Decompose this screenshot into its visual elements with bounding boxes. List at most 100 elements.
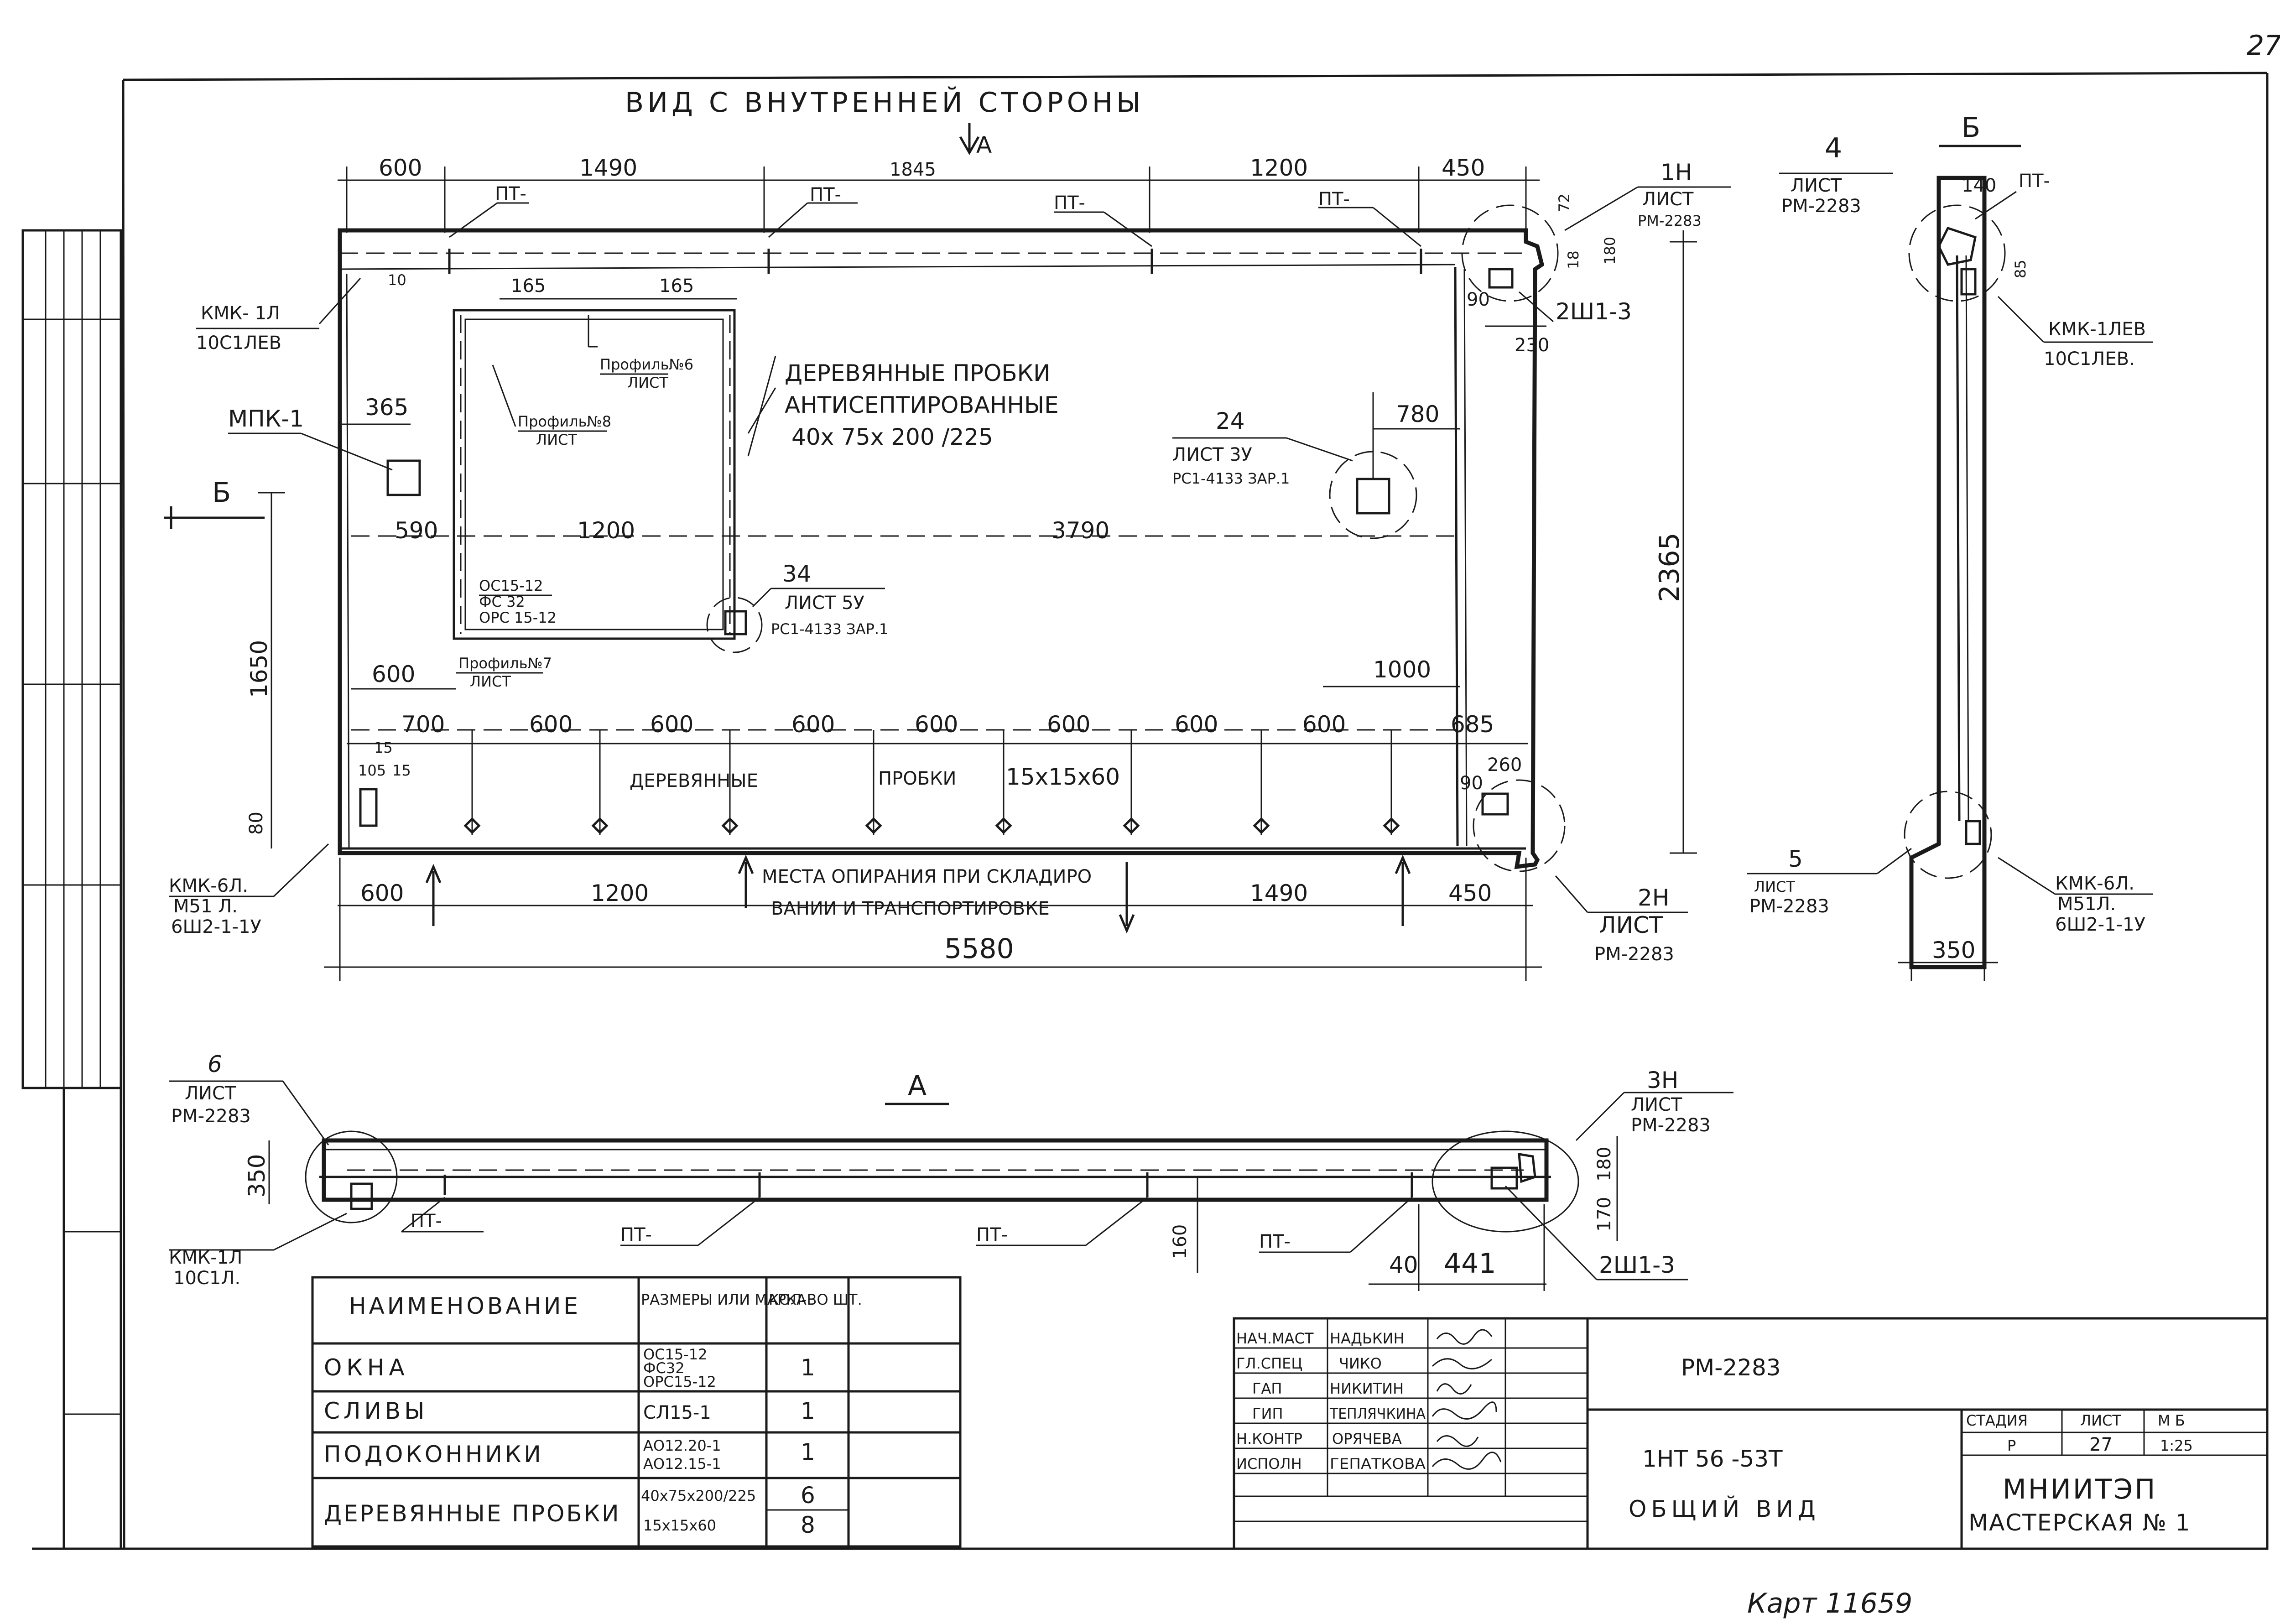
name-2: ЧИКО	[1339, 1355, 1382, 1372]
org-name: МНИИТЭП	[2003, 1473, 2157, 1505]
dim-top-1: 600	[379, 155, 422, 181]
binding-strip	[21, 229, 122, 1550]
dim-top-4: 1200	[1250, 155, 1308, 181]
sheet-header: ЛИСТ	[2080, 1412, 2121, 1429]
spec-row4-qty2: 8	[801, 1512, 815, 1538]
callout5-sheet: ЛИСТ	[1754, 878, 1795, 895]
sheet-value: 27	[2089, 1434, 2113, 1455]
callout3n-sheet: ЛИСТ	[1631, 1094, 1682, 1115]
mpk1-label: МПК-1	[228, 406, 304, 432]
dim-230: 230	[1515, 335, 1549, 356]
callout6-ref: РМ-2283	[171, 1106, 251, 1127]
dim-bottom-3: 1490	[1250, 880, 1308, 906]
plan-a-dim-160: 160	[1170, 1224, 1191, 1259]
callout2n-sheet: ЛИСТ	[1599, 912, 1663, 938]
callout24-number: 24	[1216, 408, 1245, 434]
spec-row1-mark3: ОРС15-12	[643, 1373, 716, 1390]
dim-365: 365	[365, 394, 408, 421]
role-1: НАЧ.МАСТ	[1236, 1330, 1314, 1347]
spec-row4-name: ДЕРЕВЯННЫЕ ПРОБКИ	[324, 1500, 621, 1527]
profile7-sheet: ЛИСТ	[470, 673, 511, 690]
callout4-number: 4	[1825, 132, 1842, 164]
plan-a-pt-1: ПТ-	[411, 1211, 442, 1232]
callout1n-number: 1Н	[1661, 159, 1692, 186]
section-b: Б 4 ЛИСТ РМ-2283 140 ПТ- 85 КМК-1ЛЕВ 10С…	[1747, 112, 2153, 981]
pt-label-top-2: ПТ-	[810, 184, 841, 205]
org-workshop: МАСТЕРСКАЯ № 1	[1968, 1509, 2191, 1536]
callout5-ref: РМ-2283	[1749, 896, 1829, 917]
plan-a-pt-2: ПТ-	[620, 1224, 652, 1245]
profile6-label: Профиль№6	[600, 356, 693, 373]
kmk1lev-label: КМК-1ЛЕВ	[2048, 319, 2146, 340]
dim-80: 80	[246, 812, 267, 835]
spec-row2-mark1: СЛ15-1	[643, 1402, 711, 1423]
dim-165-left: 165	[511, 276, 546, 297]
plan-a-title: А	[908, 1070, 927, 1102]
dim-105: 105	[358, 762, 386, 779]
callout6-number: 6	[208, 1051, 222, 1077]
role-6: ИСПОЛН	[1236, 1455, 1302, 1473]
dim-90-top: 90	[1467, 289, 1490, 310]
role-4: ГИП	[1252, 1405, 1283, 1422]
plug-spacing-6: 600	[1047, 711, 1090, 738]
plug-spacing-8: 600	[1302, 711, 1346, 738]
callout2n-ref: РМ-2283	[1594, 944, 1674, 965]
callout3n-ref: РМ-2283	[1631, 1115, 1711, 1136]
role-5: Н.КОНТР	[1236, 1430, 1302, 1447]
plug-spacing-4: 600	[791, 711, 835, 738]
kmk1l-sublabel: 10С1ЛЕВ	[196, 333, 281, 354]
stage-header: СТАДИЯ	[1966, 1412, 2028, 1429]
dim-2365: 2365	[1654, 532, 1686, 602]
plugs-note-line2: АНТИСЕПТИРОВАННЫЕ	[785, 392, 1059, 418]
title-block: НАЧ.МАСТ ГЛ.СПЕЦ ГАП ГИП Н.КОНТР ИСПОЛН …	[1233, 1317, 2269, 1550]
dim-top-2: 1490	[579, 155, 637, 181]
dim-165-right: 165	[659, 276, 694, 297]
doc-code: РМ-2283	[1681, 1354, 1781, 1381]
section-b-pt: ПТ-	[2019, 171, 2050, 192]
plan-a-pt-3: ПТ-	[976, 1224, 1008, 1245]
page-number: 27	[2247, 30, 2280, 62]
dim-bottom-2: 1200	[591, 880, 649, 906]
spec-row3-mark2: АО12.15-1	[643, 1455, 721, 1473]
plan-a-shsh13: 2Ш1-3	[1599, 1252, 1675, 1278]
profile7-label: Профиль№7	[458, 655, 552, 672]
item-code: 1НТ 56 -53Т	[1642, 1446, 1783, 1472]
kmk1l-label: КМК- 1Л	[201, 303, 280, 324]
dim-180-top: 180	[1601, 237, 1619, 265]
spec-row1-qty: 1	[801, 1354, 815, 1381]
window-mark-1: ОС15-12	[479, 577, 543, 594]
spec-row1-mark1: ОС15-12	[643, 1346, 708, 1363]
spec-header-mark: РАЗМЕРЫ ИЛИ МАРКА	[641, 1291, 807, 1308]
stage-value: Р	[2007, 1437, 2016, 1454]
plan-a-dim-170: 170	[1594, 1197, 1615, 1232]
dim-260: 260	[1487, 755, 1522, 776]
spec-row3-qty: 1	[801, 1439, 815, 1465]
handwritten-note: Карт 11659	[1747, 1588, 1912, 1619]
dim-3790: 3790	[1052, 517, 1109, 544]
callout1n-ref: РМ-2283	[1638, 212, 1702, 229]
signatures	[1432, 1329, 1502, 1470]
dim-15a: 15	[374, 739, 393, 756]
plug-spacing-2: 600	[529, 711, 573, 738]
dim-1200-opening: 1200	[577, 517, 635, 544]
name-4: ТЕПЛЯЧКИНА	[1329, 1405, 1426, 1422]
shsh211-label-main: 6Ш2-1-1У	[171, 916, 261, 937]
spec-table: НАИМЕНОВАНИЕ РАЗМЕРЫ ИЛИ МАРКА КОЛ-ВО ШТ…	[311, 1276, 962, 1548]
profile8-label: Профиль№8	[518, 413, 611, 430]
plan-a-kmk1l: КМК-1Л	[169, 1247, 242, 1268]
section-b-title: Б	[1962, 112, 1980, 144]
spec-row4-mark1: 40х75х200/225	[641, 1487, 756, 1504]
dim-85: 85	[2012, 260, 2029, 278]
callout24-sheet: ЛИСТ 3У	[1172, 444, 1252, 465]
plan-a-dim-180: 180	[1594, 1147, 1615, 1182]
name-1: НАДЬКИН	[1330, 1330, 1405, 1347]
kmk1lev-sublabel: 10С1ЛЕВ.	[2044, 349, 2135, 370]
section-b-dim-350: 350	[1932, 937, 1975, 963]
section-b-m51l: М51Л.	[2057, 894, 2116, 915]
dim-bottom-4: 450	[1448, 880, 1492, 906]
small-plugs-line2: ПРОБКИ	[878, 768, 956, 789]
spec-row4-mark2: 15х15х60	[643, 1517, 716, 1534]
spec-row2-qty: 1	[801, 1398, 815, 1424]
callout2n-number: 2Н	[1638, 885, 1669, 911]
scale-header: М Б	[2158, 1412, 2185, 1429]
